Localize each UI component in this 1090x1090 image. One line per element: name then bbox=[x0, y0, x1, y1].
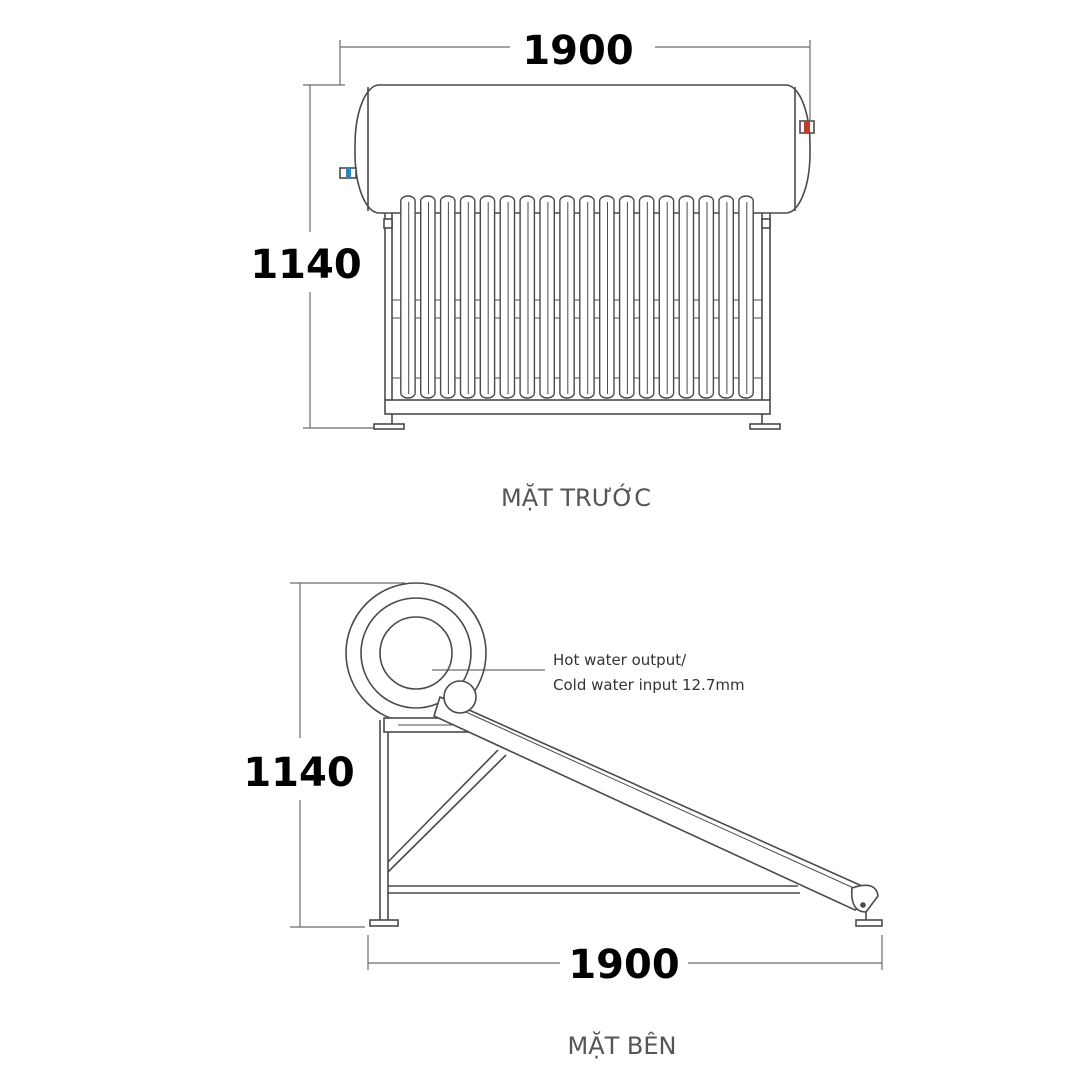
front-view bbox=[303, 40, 815, 430]
front-vacuum-tubes bbox=[400, 195, 754, 399]
front-left-bracket bbox=[383, 218, 393, 229]
front-frame-base-rail bbox=[384, 399, 771, 415]
side-collector-end-bolt bbox=[860, 902, 866, 908]
front-width-label: 1900 bbox=[522, 28, 633, 74]
vacuum-tube bbox=[718, 195, 735, 399]
cold-fitting-marker bbox=[346, 168, 351, 178]
side-width-dimension bbox=[367, 935, 883, 970]
callout-text-line2: Cold water input 12.7mm bbox=[553, 676, 745, 694]
vacuum-tube bbox=[658, 195, 675, 399]
vacuum-tube bbox=[698, 195, 715, 399]
side-height-label: 1140 bbox=[243, 750, 354, 796]
hot-water-fitting bbox=[799, 120, 815, 134]
side-collector-end-cap bbox=[850, 884, 879, 913]
side-collector-tube-inner-line bbox=[445, 702, 859, 891]
vacuum-tube bbox=[539, 195, 556, 399]
vacuum-tube bbox=[738, 195, 754, 399]
vacuum-tube bbox=[599, 195, 615, 399]
cold-water-fitting bbox=[339, 167, 357, 179]
hot-fitting-marker bbox=[804, 121, 810, 133]
front-view-caption: MẶT TRƯỚC bbox=[501, 482, 651, 512]
front-height-label: 1140 bbox=[250, 242, 361, 288]
vacuum-tube bbox=[519, 195, 536, 399]
side-tank-inner-ring bbox=[379, 616, 453, 690]
vacuum-tube bbox=[479, 195, 496, 399]
side-height-dimension bbox=[290, 582, 405, 928]
vacuum-tube bbox=[420, 195, 436, 399]
front-tank-body bbox=[354, 84, 811, 214]
vacuum-tube bbox=[638, 195, 655, 399]
side-view bbox=[290, 582, 883, 970]
vacuum-tube bbox=[579, 195, 595, 399]
front-height-dimension bbox=[303, 84, 380, 429]
front-right-foot bbox=[749, 423, 781, 430]
side-tank-middle-ring bbox=[360, 597, 472, 709]
front-right-bracket bbox=[761, 218, 771, 229]
vacuum-tube bbox=[678, 195, 695, 399]
vacuum-tube bbox=[400, 195, 416, 399]
side-front-foot bbox=[369, 919, 399, 927]
vacuum-tube bbox=[559, 195, 575, 399]
side-rear-foot bbox=[855, 919, 883, 927]
vacuum-tube bbox=[439, 195, 456, 399]
side-diagonal-brace-b bbox=[387, 754, 507, 873]
front-width-dimension bbox=[339, 40, 811, 120]
front-left-foot bbox=[373, 423, 405, 430]
vacuum-tube bbox=[499, 195, 516, 399]
side-view-caption: MẶT BÊN bbox=[568, 1030, 677, 1060]
side-collector-tube bbox=[433, 695, 872, 911]
side-diagonal-brace-a bbox=[387, 749, 499, 863]
vacuum-tube bbox=[618, 195, 635, 399]
callout-text-line1: Hot water output/ bbox=[553, 651, 687, 669]
side-width-label: 1900 bbox=[568, 942, 679, 988]
side-collector-manifold bbox=[443, 680, 477, 714]
vacuum-tube bbox=[459, 195, 476, 399]
